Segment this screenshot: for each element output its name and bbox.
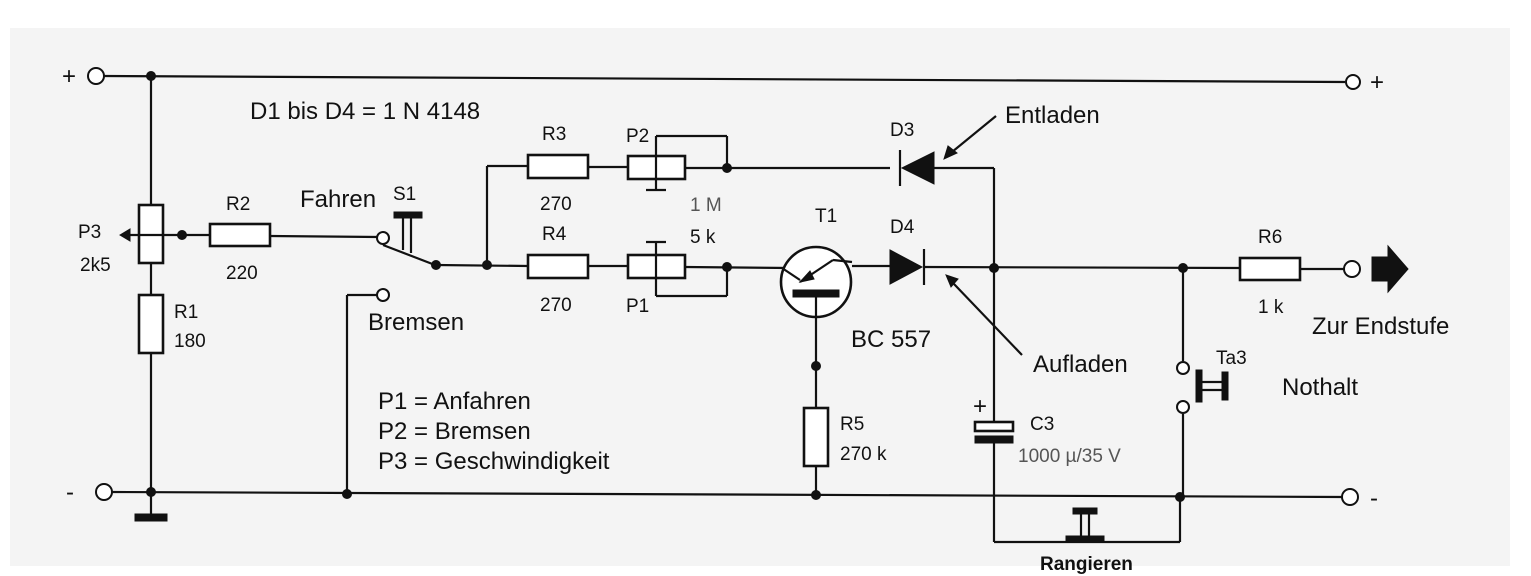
r1-resistor: [137, 293, 165, 355]
r6-branch: [1238, 244, 1409, 294]
r6-name: R6: [1258, 227, 1282, 248]
positive-rail: [103, 74, 1346, 84]
terminal-top-right: [1345, 74, 1361, 90]
junction: [722, 262, 732, 272]
r6-resistor: [1238, 256, 1302, 282]
terminal-bottom-left-sign: -: [66, 479, 74, 506]
c3-capacitor: [973, 420, 1015, 433]
p2-name: P2: [626, 126, 649, 147]
d4-diode: [889, 249, 924, 285]
r2-name: R2: [226, 194, 250, 215]
r4-value: 270: [540, 295, 572, 316]
r5-resistor: [802, 406, 830, 468]
terminal-top-left: [87, 67, 105, 85]
t1-name: T1: [815, 206, 837, 227]
r5-value: 270 k: [840, 444, 887, 465]
paper-background: [10, 28, 1510, 566]
diodes-note: D1 bis D4 = 1 N 4148: [250, 98, 480, 125]
c3-value: 1000 µ/35 V: [1018, 446, 1121, 467]
p2-value: 1 M: [690, 195, 722, 216]
s1-switch: [345, 211, 529, 494]
s1-name: S1: [393, 184, 416, 205]
legend-p1: P1 = Anfahren: [378, 388, 531, 415]
junction: [342, 489, 352, 499]
p1-value: 5 k: [690, 227, 716, 248]
r1-value: 180: [174, 331, 206, 352]
s1-drive-label: Fahren: [300, 186, 376, 213]
rangieren-button: [1065, 507, 1105, 543]
r6-value: 1 k: [1258, 297, 1284, 318]
d3-pointer-arrow: [943, 115, 997, 160]
rangieren-label: Rangieren: [1040, 554, 1133, 575]
p3-name: P3: [78, 222, 101, 243]
t1-transistor: [779, 245, 853, 408]
terminal-bottom-left: [95, 483, 113, 501]
junction: [146, 71, 156, 81]
d4-note: Aufladen: [1033, 351, 1128, 378]
r3-value: 270: [540, 194, 572, 215]
p3-value: 2k5: [80, 255, 111, 276]
terminal-top-right-sign: +: [1370, 69, 1384, 96]
p1-name: P1: [626, 296, 649, 317]
p3-wiper-arrow: [119, 228, 131, 242]
c3-polarity: +: [973, 393, 987, 420]
t1-value: BC 557: [851, 326, 931, 353]
ta3-name: Ta3: [1216, 348, 1247, 369]
junction: [146, 487, 156, 497]
junction: [1178, 263, 1188, 273]
terminal-bottom-right: [1341, 488, 1359, 506]
r4-name: R4: [542, 224, 567, 245]
r5-branch: [802, 406, 830, 495]
d4-pointer-arrow: [945, 274, 1023, 356]
s1-brake-label: Bremsen: [368, 309, 464, 336]
d3-note: Entladen: [1005, 102, 1100, 129]
r2-branch: [182, 222, 379, 248]
output-arrow-icon: [1371, 244, 1409, 294]
junction: [722, 163, 732, 173]
r1-name: R1: [174, 302, 198, 323]
d3-name: D3: [890, 120, 914, 141]
r4-p1-row: [526, 240, 791, 298]
ta3-note: Nothalt: [1282, 374, 1358, 401]
junction: [811, 361, 821, 371]
d4-name: D4: [890, 217, 915, 238]
terminal-top-left-sign: +: [62, 63, 76, 90]
terminal-bottom-right-sign: -: [1370, 485, 1378, 512]
r2-resistor: [208, 222, 272, 248]
ground-symbol: [134, 513, 168, 522]
negative-rail: [111, 490, 1343, 499]
r4-resistor: [526, 253, 590, 280]
junction: [1175, 492, 1185, 502]
legend-p2: P2 = Bremsen: [378, 418, 531, 445]
legend-p3: P3 = Geschwindigkeit: [378, 448, 610, 475]
junction: [482, 260, 492, 270]
r5-name: R5: [840, 414, 864, 435]
r2-value: 220: [226, 263, 258, 284]
c3-name: C3: [1030, 414, 1054, 435]
junction: [811, 490, 821, 500]
r3-p2-d3-row: [485, 134, 996, 268]
r3-resistor: [526, 153, 590, 180]
output-label: Zur Endstufe: [1312, 313, 1449, 340]
r3-name: R3: [542, 124, 566, 145]
ta3-branch: [1176, 268, 1229, 497]
